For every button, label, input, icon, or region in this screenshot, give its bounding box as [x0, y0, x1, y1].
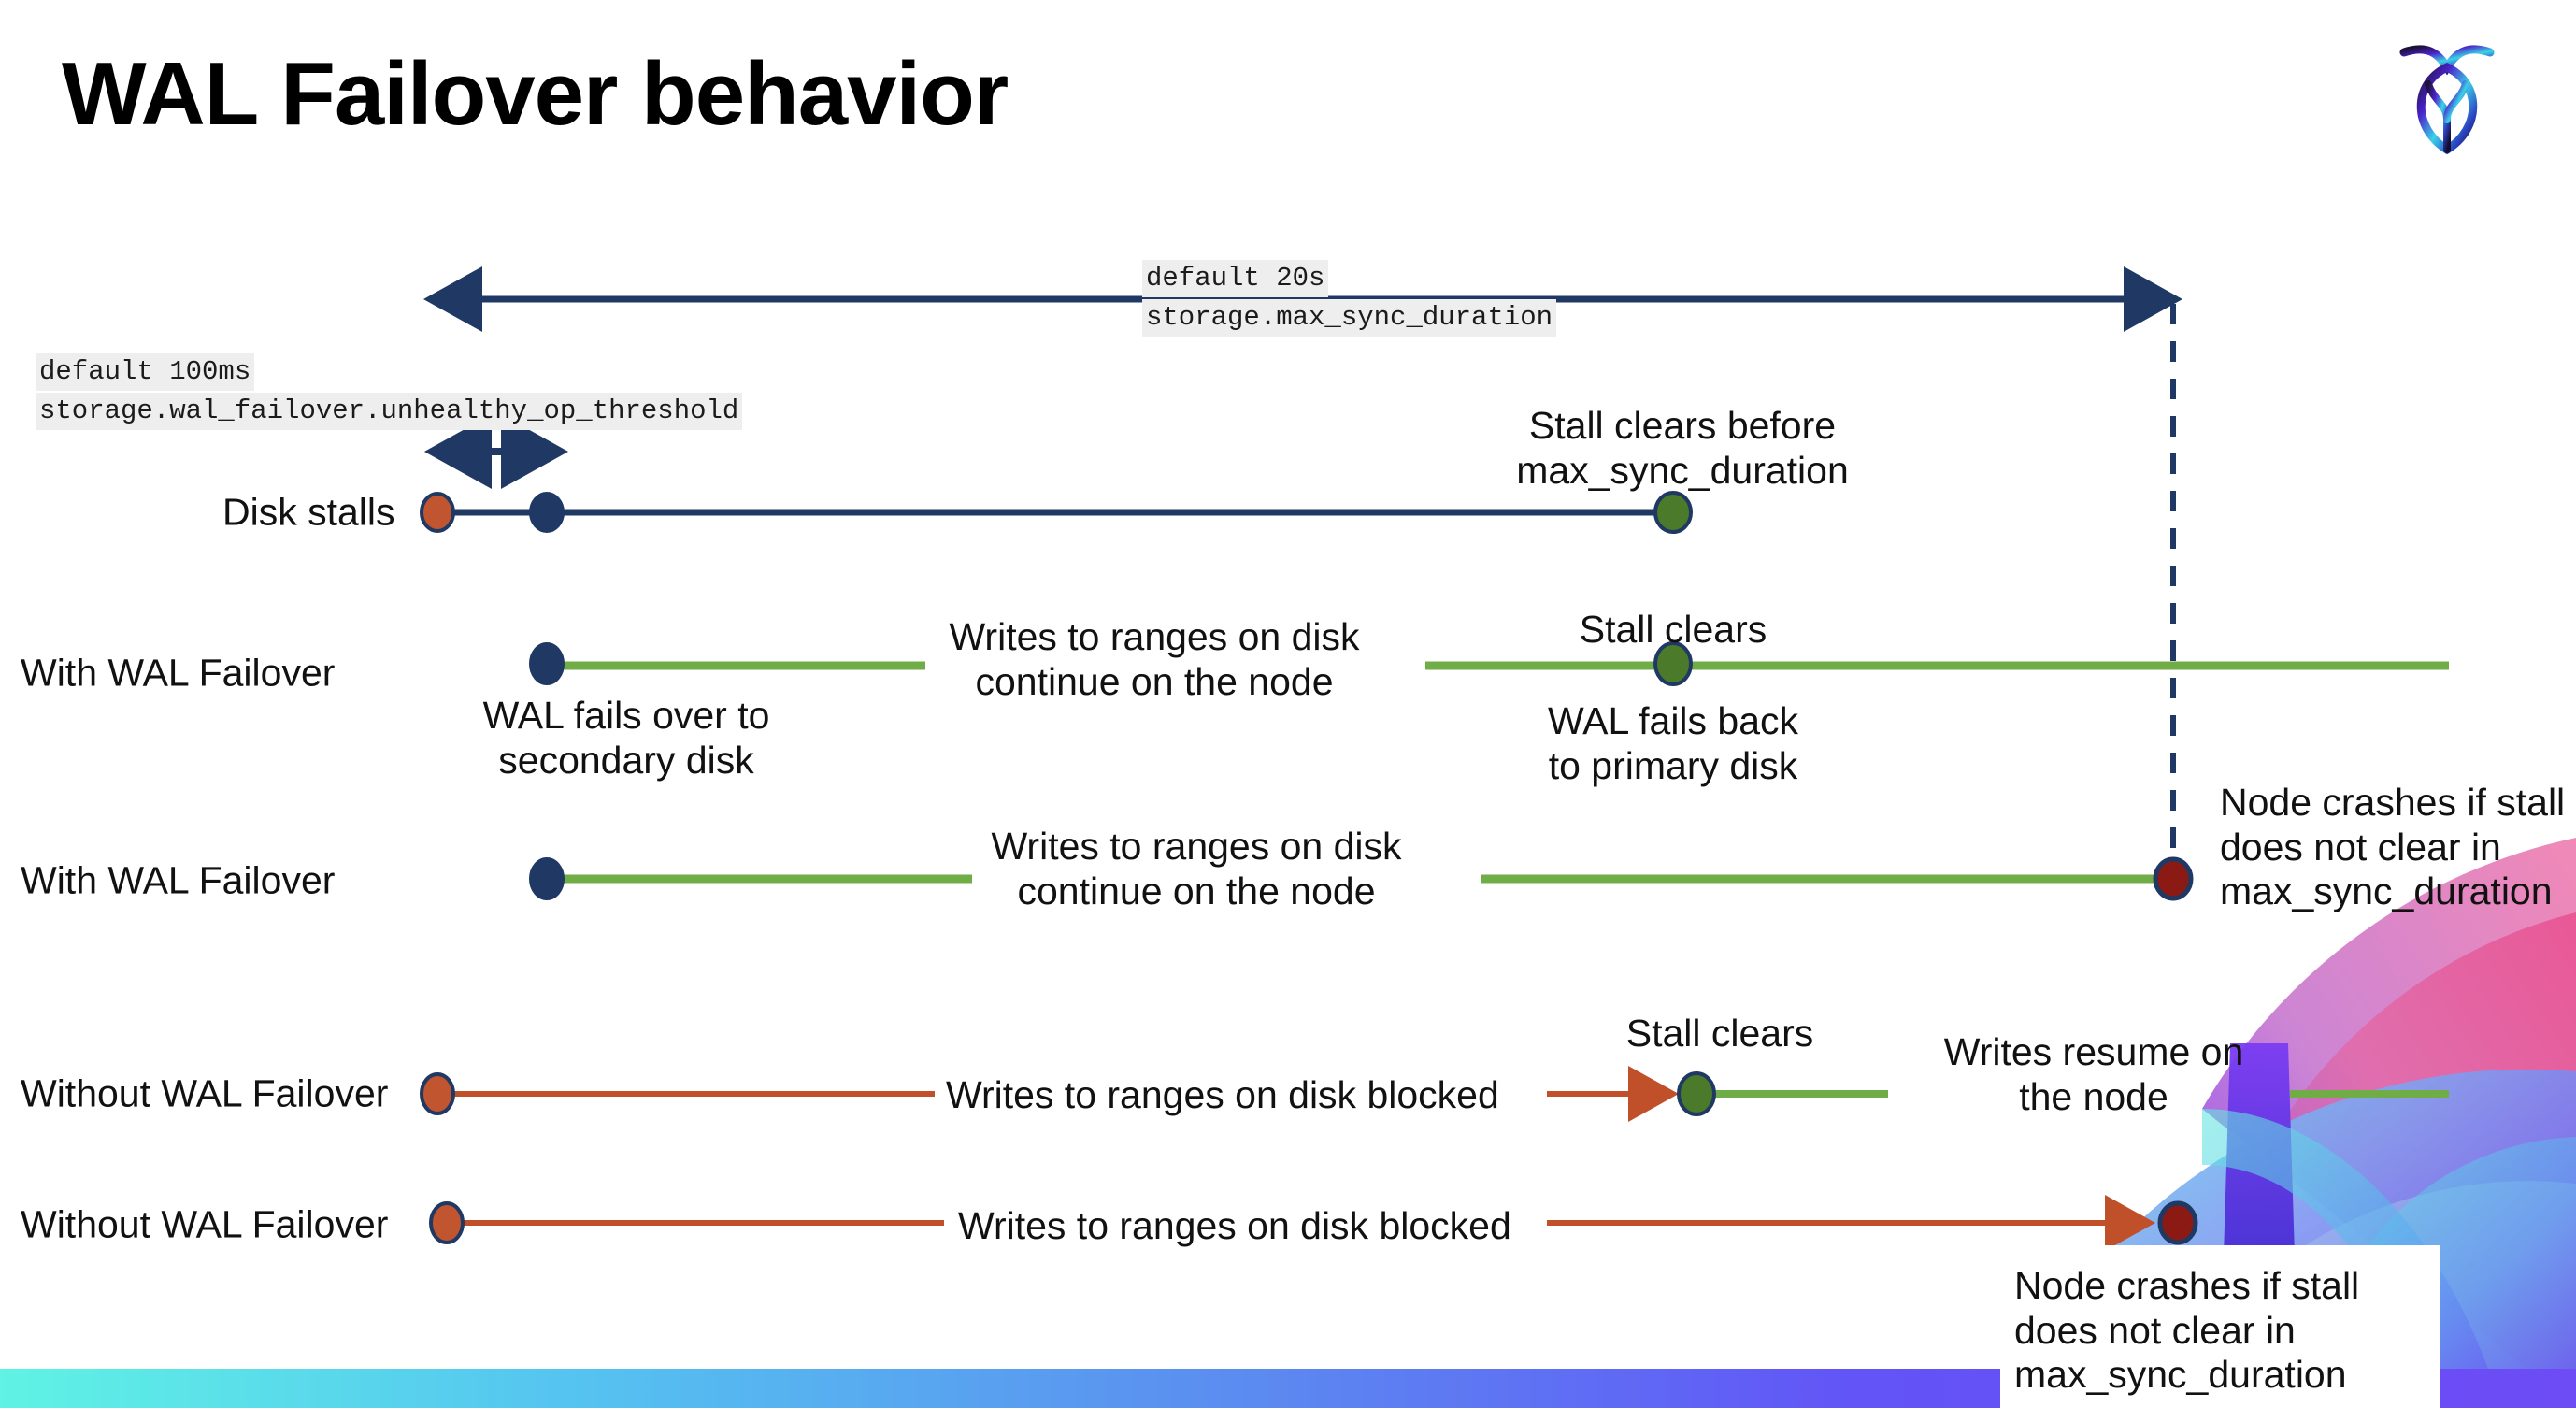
callout-background-mask: [2000, 1245, 2440, 1408]
row-label-with-wal-failover-1: With WAL Failover: [21, 651, 336, 695]
annotation-writes-continue-1: Writes to ranges on disk continue on the…: [949, 615, 1360, 703]
annotation-wal-fails-over: WAL fails over to secondary disk: [482, 694, 770, 782]
cockroachdb-logo-icon: [2385, 26, 2509, 157]
wal-failover-1-start-marker: [529, 642, 565, 685]
page-title: WAL Failover behavior: [62, 44, 1009, 144]
annotation-node-crashes-2: Node crashes if stall does not clear in …: [2014, 1264, 2360, 1397]
row-label-without-wal-failover-2: Without WAL Failover: [21, 1202, 389, 1246]
annotation-writes-resume: Writes resume on the node: [1943, 1030, 2244, 1118]
annotation-stall-clears-1: Stall clears: [1579, 608, 1767, 651]
unhealthy-threshold-setting-chip: storage.wal_failover.unhealthy_op_thresh…: [36, 393, 743, 431]
wal-failover-2-crash-marker: [2153, 856, 2194, 901]
disk-stall-threshold-marker: [529, 492, 565, 533]
annotation-writes-blocked-2: Writes to ranges on disk blocked: [958, 1204, 1511, 1247]
without-wal-1-start-marker: [420, 1072, 455, 1115]
disk-stall-clear-marker: [1653, 491, 1693, 534]
row-label-with-wal-failover-2: With WAL Failover: [21, 858, 336, 902]
wal-failover-1-clear-marker: [1653, 641, 1693, 686]
annotation-wal-fails-back: WAL fails back to primary disk: [1547, 699, 1799, 787]
annotation-node-crashes-1: Node crashes if stall does not clear in …: [2220, 781, 2566, 913]
row-label-without-wal-failover-1: Without WAL Failover: [21, 1071, 389, 1115]
annotation-writes-blocked-1: Writes to ranges on disk blocked: [946, 1073, 1499, 1116]
max-sync-setting-chip: storage.max_sync_duration: [1142, 299, 1557, 338]
unhealthy-threshold-default-chip: default 100ms: [36, 353, 255, 392]
max-sync-default-chip: default 20s: [1142, 260, 1329, 298]
without-wal-2-crash-marker: [2157, 1200, 2198, 1245]
annotation-stall-clears-before: Stall clears before max_sync_duration: [1516, 404, 1849, 492]
without-wal-2-start-marker: [429, 1201, 465, 1244]
annotation-stall-clears-2: Stall clears: [1625, 1012, 1814, 1055]
row-label-disk-stalls: Disk stalls: [222, 490, 395, 534]
without-wal-1-clear-marker: [1677, 1071, 1716, 1116]
disk-stall-start-marker: [420, 492, 455, 533]
wal-failover-2-start-marker: [529, 857, 565, 900]
annotation-writes-continue-2: Writes to ranges on disk continue on the…: [991, 825, 1402, 912]
